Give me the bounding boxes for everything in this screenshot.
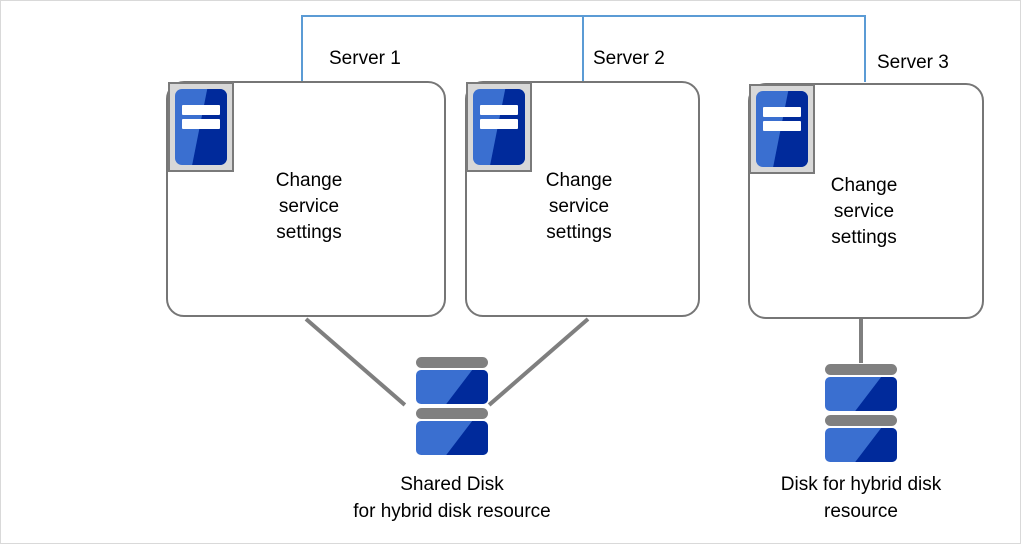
- server-icon-2: [466, 82, 532, 172]
- disk-platter-shade: [855, 377, 897, 411]
- disk-platter-bottom: [825, 428, 897, 462]
- disk-bar-middle: [825, 415, 897, 426]
- network-drop-server-1: [301, 15, 303, 82]
- shared-disk-icon: [416, 357, 488, 455]
- disk-bar-middle: [416, 408, 488, 419]
- disk-platter-bottom: [416, 421, 488, 455]
- server-label-1: Server 1: [329, 48, 401, 69]
- server-caption-3: Change service settings: [830, 175, 898, 248]
- server3-disk-icon: [825, 364, 897, 462]
- network-drop-server-3: [864, 15, 866, 82]
- network-drop-server-2: [582, 15, 584, 82]
- disk-platter-shade: [446, 421, 488, 455]
- disk-platter-top: [825, 377, 897, 411]
- disk-platter-shade: [855, 428, 897, 462]
- server-chip-bar-bottom: [480, 119, 518, 130]
- shared-disk-caption: Shared Disk for hybrid disk resource: [353, 474, 551, 522]
- server-chip-bar-top: [182, 104, 220, 115]
- server-label-3: Server 3: [877, 52, 949, 73]
- server-icon-3: [749, 84, 815, 174]
- server-chip-graphic: [175, 89, 227, 165]
- server-chip-bar-top: [480, 104, 518, 115]
- disk-bar-top: [825, 364, 897, 375]
- server-label-2: Server 2: [593, 48, 665, 69]
- connector-server3-to-disk: [859, 319, 863, 363]
- server-chip-bar-top: [763, 106, 801, 117]
- server-chip-graphic: [473, 89, 525, 165]
- server-chip-graphic: [756, 91, 808, 167]
- server-chip-bar-bottom: [763, 121, 801, 132]
- server-caption-1: Change service settings: [275, 170, 343, 243]
- server-icon-1: [168, 82, 234, 172]
- disk-platter-top: [416, 370, 488, 404]
- connector-server2-to-shared-disk: [487, 317, 590, 407]
- disk-platter-shade: [446, 370, 488, 404]
- disk-bar-top: [416, 357, 488, 368]
- connector-server1-to-shared-disk: [304, 317, 407, 407]
- server-caption-2: Change service settings: [545, 170, 613, 243]
- server-chip-bar-bottom: [182, 119, 220, 130]
- server3-disk-caption: Disk for hybrid disk resource: [780, 474, 942, 522]
